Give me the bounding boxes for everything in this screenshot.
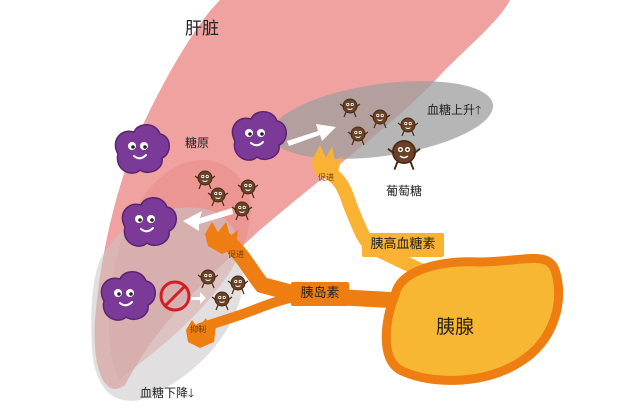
- blood-sugar-up-label: 血糖上升🡑: [427, 101, 481, 122]
- blood-sugar-down-text: 血糖下降: [140, 386, 189, 400]
- inhibit-arrow: [191, 292, 206, 304]
- glycogen-label: 糖原: [185, 136, 210, 150]
- liver-label: 肝脏: [185, 19, 219, 39]
- blood-sugar-up-text: 血糖上升: [427, 103, 476, 117]
- pancreas-label: 胰腺: [436, 316, 475, 338]
- arrow-up-icon: 🡑: [475, 103, 482, 117]
- inhibit-label: 抑制: [190, 325, 206, 334]
- promote-hand-insulin: [205, 222, 238, 254]
- glycogen-release-arrow: [183, 208, 233, 231]
- no-sign-icon: [159, 280, 191, 312]
- inhibit-hand: [186, 318, 216, 348]
- insulin-label-box: [291, 282, 349, 306]
- promote-hand-glucagon: [312, 145, 342, 178]
- glucose-label: 葡萄糖: [386, 184, 423, 198]
- promote-label-glucagon: 促进: [318, 173, 334, 182]
- promote-label-insulin: 促进: [228, 250, 244, 259]
- pancreas-shape: [381, 254, 564, 385]
- insulin-label: 胰岛素: [300, 286, 340, 301]
- blood-sugar-down-label: 血糖下降🡓: [140, 384, 194, 405]
- glucose-to-glycogen-arrow: [287, 124, 336, 146]
- insulin-duct-lower: [195, 293, 295, 333]
- glucagon-label-box: [362, 233, 444, 257]
- arrow-down-icon: 🡓: [188, 386, 195, 400]
- glucagon-label: 胰高血糖素: [370, 237, 436, 252]
